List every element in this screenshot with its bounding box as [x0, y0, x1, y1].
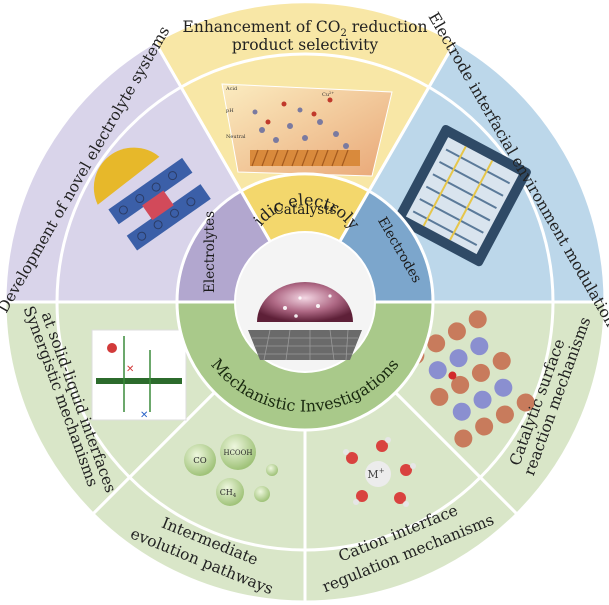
label-cu: Cu2+: [322, 91, 334, 98]
label-catalysts: Catalysts: [273, 202, 336, 218]
bubble-hcooh: [220, 434, 256, 470]
label-acid: Acid: [225, 86, 238, 92]
illustration-cation-hydration: M+: [343, 437, 416, 507]
bubble-ch4-label: CH4: [220, 488, 237, 499]
label-co2-selectivity-line1: Enhancement of CO2 reduction: [183, 18, 428, 39]
svg-text:✕: ✕: [140, 410, 148, 421]
bubble-co: [184, 444, 216, 476]
illustration-product-bubbles: CO HCOOH CH4: [184, 434, 278, 506]
illustration-catalytic-lattice: [406, 310, 535, 448]
label-ph: pH: [226, 108, 234, 114]
illustration-electrode-stack: [393, 124, 531, 267]
bubble-co-label: CO: [193, 456, 207, 466]
bubble-ch4: [216, 478, 244, 506]
label-electrolytes: Electrolytes: [202, 211, 218, 293]
illustration-catalyst-scene: Acid pH Neutral Cu2+: [221, 83, 393, 177]
bubble-hcooh-label: HCOOH: [223, 449, 252, 457]
illustration-interface-mechanism: ✕ ✕: [91, 329, 187, 421]
illustration-electrolyte-molecules: [93, 147, 211, 251]
cation-label: M+: [367, 467, 384, 481]
label-neutral: Neutral: [226, 134, 246, 140]
label-co2-selectivity-line2: product selectivity: [232, 36, 378, 54]
svg-text:✕: ✕: [126, 364, 134, 375]
